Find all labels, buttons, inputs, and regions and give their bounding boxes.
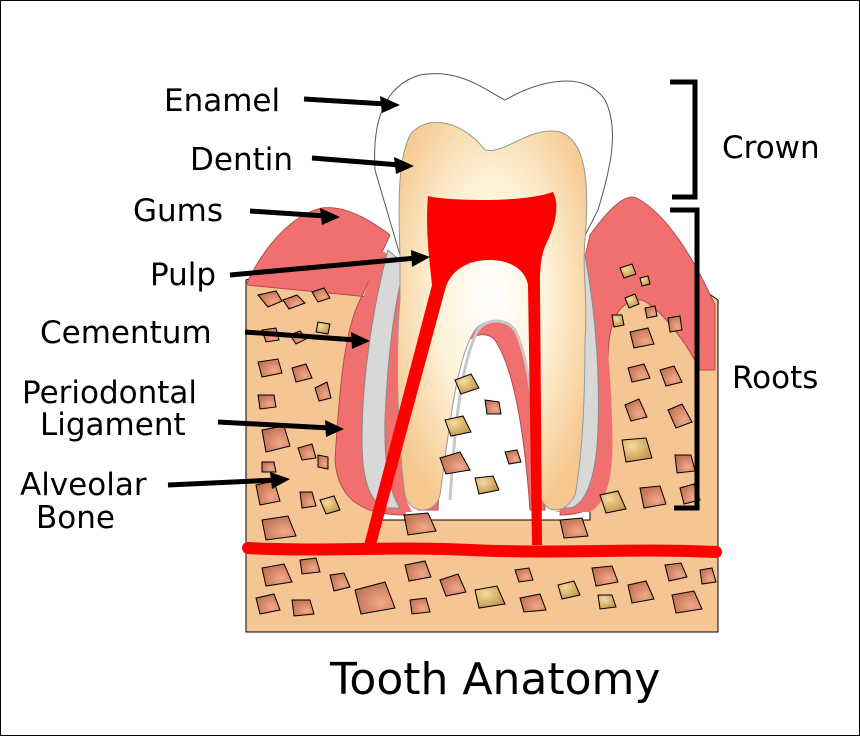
brackets bbox=[670, 79, 700, 511]
label-enamel: Enamel bbox=[164, 83, 281, 119]
label-bone: Bone bbox=[36, 503, 115, 534]
label-roots: Roots bbox=[732, 360, 819, 396]
label-alveolar: Alveolar bbox=[20, 470, 147, 501]
label-alveolar-line1: Alveolar bbox=[20, 467, 147, 503]
label-dentin: Dentin bbox=[190, 142, 294, 178]
blood-vessel bbox=[242, 542, 722, 558]
pulp bbox=[364, 192, 557, 545]
label-ligament: Ligament bbox=[40, 410, 186, 441]
label-arrows bbox=[167, 96, 430, 489]
bone-pores bbox=[255, 263, 717, 617]
label-cementum: Cementum bbox=[40, 315, 212, 351]
diagram-title: Tooth Anatomy bbox=[330, 654, 661, 705]
label-alveolar-line2: Bone bbox=[36, 500, 115, 536]
label-periodontal-line1: Periodontal bbox=[22, 375, 198, 411]
label-periodontal-line2: Ligament bbox=[40, 407, 186, 443]
label-pulp: Pulp bbox=[150, 257, 217, 293]
label-gums: Gums bbox=[133, 193, 224, 229]
periodontal-ligament bbox=[555, 250, 613, 512]
cementum bbox=[361, 249, 406, 509]
label-crown: Crown bbox=[722, 130, 820, 166]
label-periodontal: Periodontal bbox=[22, 378, 197, 409]
